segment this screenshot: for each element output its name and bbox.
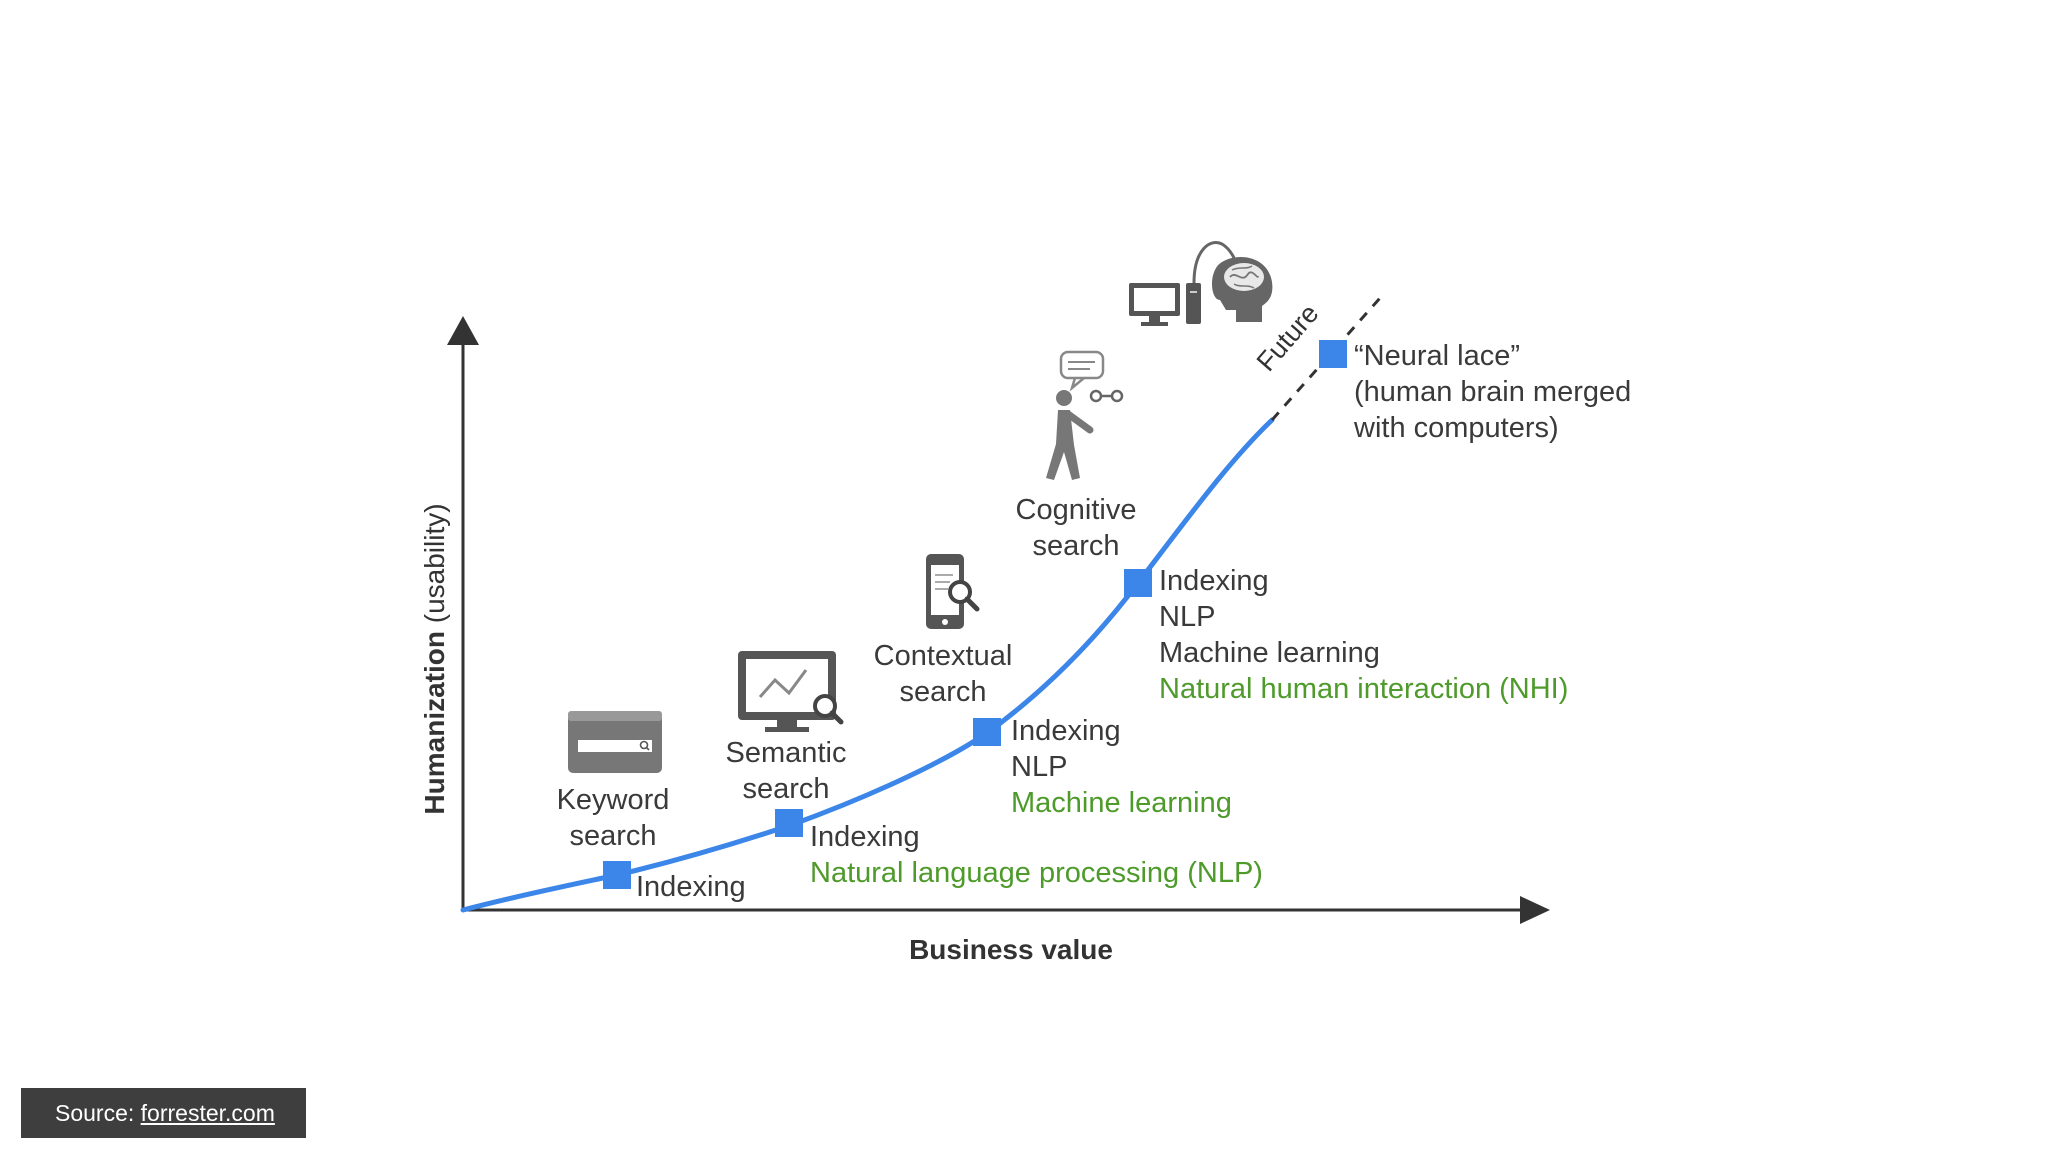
source-prefix: Source:: [55, 1100, 141, 1126]
source-link[interactable]: forrester.com: [140, 1100, 275, 1126]
y-axis-arrow: [447, 316, 479, 345]
phone-search-icon: [926, 554, 980, 629]
source-caption: Source: forrester.com: [21, 1088, 306, 1138]
tech-list-semantic: Indexing Natural language processing (NL…: [810, 821, 1263, 889]
tech-list-neural: “Neural lace” (human brain merged with c…: [1354, 340, 1632, 444]
monitor-chart-search-icon: [738, 651, 844, 732]
marker-semantic: [775, 809, 803, 837]
marker-cognitive: [1124, 569, 1152, 597]
marker-contextual: [973, 718, 1001, 746]
tech-list-cognitive: Indexing NLP Machine learning Natural hu…: [1159, 565, 1569, 705]
x-axis-arrow: [1520, 896, 1550, 924]
walking-person-speech-icon: [1046, 350, 1124, 480]
y-axis-label: Humanization (usability): [419, 503, 450, 815]
marker-keyword: [603, 861, 631, 889]
x-axis-label: Business value: [909, 934, 1113, 965]
tech-list-keyword: Indexing: [636, 871, 746, 903]
search-bar-icon: [568, 711, 662, 773]
marker-neural: [1319, 340, 1347, 368]
computer-brain-icon: [1129, 241, 1273, 326]
tech-list-contextual: Indexing NLP Machine learning: [1011, 715, 1232, 819]
